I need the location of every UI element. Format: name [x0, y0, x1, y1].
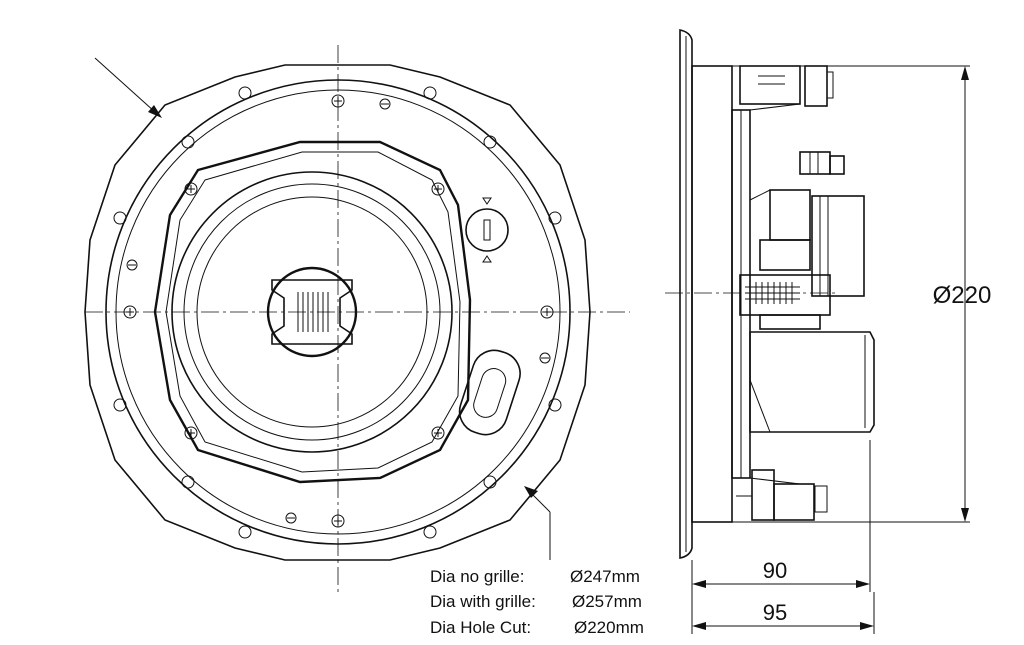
clamp-slot [458, 349, 521, 436]
switch-arrow-up [482, 197, 492, 205]
spec-value-with-grille: Ø257mm [572, 592, 642, 611]
switch-slot [483, 219, 491, 241]
driver-surround-outer [171, 171, 453, 453]
depth-short-label: 90 [763, 558, 787, 583]
dimension-depth-long: 95 [692, 592, 875, 634]
spring-terminal [799, 151, 845, 175]
spec-label-no-grille: Dia no grille: [430, 567, 525, 586]
driver-frame-inner [165, 151, 461, 473]
height-dimension-label: Ø220 [933, 282, 992, 309]
spec-value-hole-cut: Ø220mm [574, 618, 644, 637]
dimension-height: Ø220 [933, 66, 992, 522]
tweeter-grille-slots [297, 292, 329, 332]
frame-screws [184, 182, 445, 440]
side-view [665, 29, 970, 559]
inner-ring [105, 79, 571, 545]
driver-motor [739, 189, 865, 330]
outer-trim-ring [84, 64, 591, 561]
driver-cone [196, 196, 428, 428]
spec-list: Dia no grille: Ø247mm Dia with grille: Ø… [430, 567, 644, 637]
dimension-depth-short: 90 [691, 440, 871, 634]
leader-arrow-top [94, 57, 162, 118]
spec-label-with-grille: Dia with grille: [430, 592, 536, 611]
spec-label-hole-cut: Dia Hole Cut: [430, 618, 531, 637]
tweeter-bridge [271, 279, 353, 345]
basket-struts [749, 103, 801, 485]
tweeter-housing [266, 266, 358, 358]
spec-value-no-grille: Ø247mm [570, 567, 640, 586]
back-can [749, 331, 875, 433]
tweeter-level-switch [465, 208, 509, 252]
bottom-clamp [736, 469, 828, 521]
switch-arrow-down [482, 255, 492, 263]
driver-frame [153, 140, 472, 484]
leader-arrow-bottom [524, 486, 551, 560]
front-view [84, 45, 630, 595]
driver-surround-inner [183, 183, 441, 441]
voice-coil-ridges [745, 282, 800, 304]
mounting-holes [113, 86, 562, 539]
ring-screws [123, 94, 554, 528]
side-baffle [691, 65, 733, 523]
top-clamp [739, 65, 834, 107]
depth-long-label: 95 [763, 600, 787, 625]
mounting-ring [115, 89, 561, 535]
side-flange [679, 29, 693, 559]
